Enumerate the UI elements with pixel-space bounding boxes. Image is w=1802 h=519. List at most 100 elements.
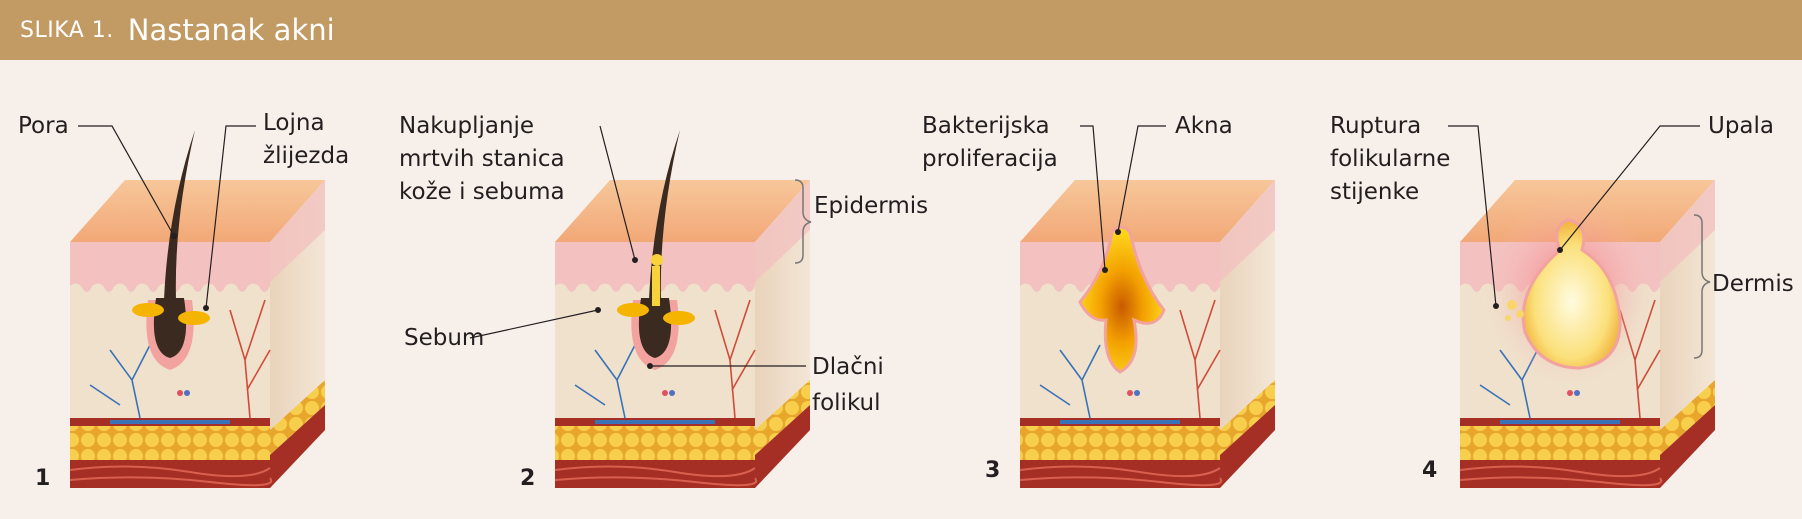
- fat-layer: [555, 426, 755, 460]
- acne-lesion: [1078, 225, 1166, 374]
- leader-nakupljanje: [599, 125, 636, 261]
- muscle-fiber: [1019, 465, 1221, 478]
- leader-sebum-dot: [595, 307, 601, 313]
- figure-header: SLIKA 1. Nastanak akni: [0, 0, 1802, 60]
- label-mrtvih-stanica: mrtvih stanica: [399, 146, 565, 172]
- label-zlijezda: žlijezda: [263, 143, 349, 169]
- blood-vessel-red: [229, 299, 271, 419]
- ruptured-sebum: [1505, 315, 1511, 321]
- side-epidermis: [1220, 180, 1275, 282]
- leader-lojna: [205, 125, 256, 309]
- leader-upala-dot: [1557, 247, 1563, 253]
- label-upala: Upala: [1708, 113, 1774, 139]
- sebum-plug: [651, 254, 663, 266]
- epidermis-surface: [1020, 180, 1275, 242]
- muscle-fiber: [69, 476, 273, 487]
- muscle-fiber: [1019, 476, 1223, 487]
- muscle-layer: [1460, 460, 1660, 488]
- sebaceous-gland: [132, 303, 164, 317]
- side-muscle: [755, 405, 810, 488]
- label-proliferacija: proliferacija: [922, 146, 1058, 172]
- stage-number-4: 4: [1422, 458, 1437, 483]
- label-dlacni: Dlačni: [812, 354, 884, 380]
- label-pora: Pora: [18, 113, 69, 139]
- muscle-layer: [70, 460, 270, 488]
- label-lojna: Lojna: [263, 110, 325, 136]
- cell-dot: [177, 390, 183, 396]
- leader-lojna-dot: [203, 305, 209, 311]
- fat-layer: [1460, 426, 1660, 460]
- leader-nakupljanje-dot: [632, 257, 638, 263]
- epidermis-surface: [70, 180, 325, 242]
- hair-shaft: [164, 130, 195, 300]
- skin-block-3: [1019, 180, 1275, 488]
- figure-label: SLIKA 1.: [20, 17, 114, 43]
- leader-upala: [1559, 125, 1700, 251]
- label-bakterijska: Bakterijska: [922, 113, 1050, 139]
- label-folikul: folikul: [812, 390, 881, 416]
- side-fat: [1220, 380, 1275, 455]
- muscle-fiber: [1459, 465, 1661, 478]
- leader-ruptura: [1448, 125, 1497, 307]
- sebaceous-gland: [178, 311, 210, 325]
- skin-block-2: [554, 180, 810, 488]
- blood-vessel-blue: [574, 344, 636, 419]
- blood-vessel-red: [1179, 299, 1221, 419]
- sebaceous-gland: [617, 303, 649, 317]
- side-muscle: [1660, 405, 1715, 488]
- leader-sebum: [469, 309, 599, 339]
- fat-layer: [70, 426, 270, 460]
- ruptured-sebum: [1507, 300, 1517, 310]
- skin-block-1: [69, 180, 325, 488]
- side-epidermis: [270, 180, 325, 282]
- side-muscle: [1220, 405, 1275, 488]
- label-koze-sebuma: kože i sebuma: [399, 179, 565, 205]
- epidermis-bracket: [794, 179, 812, 264]
- muscle-layer: [1020, 460, 1220, 488]
- stage-number-2: 2: [520, 466, 535, 491]
- sebum-column: [652, 266, 660, 306]
- cell-dot: [184, 390, 190, 396]
- side-fat: [1660, 380, 1715, 455]
- label-epidermis: Epidermis: [814, 193, 928, 219]
- vein-band: [1500, 420, 1620, 424]
- label-folikularne: folikularne: [1330, 146, 1450, 172]
- ruptured-sebum: [1516, 310, 1524, 318]
- leader-folikul-dot: [647, 363, 653, 369]
- cell-dot: [1134, 390, 1140, 396]
- cell-dot: [662, 390, 668, 396]
- dermis-bracket: [1693, 214, 1711, 359]
- side-muscle: [270, 405, 325, 488]
- label-akna: Akna: [1175, 113, 1233, 139]
- leader-ruptura-dot: [1493, 303, 1499, 309]
- muscle-fiber: [554, 476, 758, 487]
- stage-number-1: 1: [35, 466, 50, 491]
- muscle-fiber: [554, 465, 756, 478]
- vein-band: [595, 420, 715, 424]
- leader-bakterijska-dot: [1102, 267, 1108, 273]
- figure-title: Nastanak akni: [127, 13, 335, 47]
- blood-vessel-blue: [1039, 344, 1101, 419]
- side-fat: [270, 380, 325, 455]
- side-epidermis: [1660, 180, 1715, 282]
- stage-number-3: 3: [985, 458, 1000, 483]
- cell-dot: [1574, 390, 1580, 396]
- follicle-2: [617, 130, 695, 370]
- leader-akna-dot: [1115, 229, 1121, 235]
- label-ruptura: Ruptura: [1330, 113, 1421, 139]
- label-nakupljanje: Nakupljanje: [399, 113, 534, 139]
- vein-band: [110, 420, 230, 424]
- sebaceous-gland: [663, 311, 695, 325]
- cell-dot: [1567, 390, 1573, 396]
- leader-akna: [1117, 125, 1166, 233]
- leader-pora-dot: [171, 233, 177, 239]
- label-stijenke: stijenke: [1330, 179, 1419, 205]
- muscle-layer: [555, 460, 755, 488]
- pustule: [1521, 218, 1622, 370]
- leader-pora: [78, 125, 175, 237]
- follicle-1: [132, 130, 210, 370]
- cell-dot: [1127, 390, 1133, 396]
- pustule-4: [1485, 195, 1655, 385]
